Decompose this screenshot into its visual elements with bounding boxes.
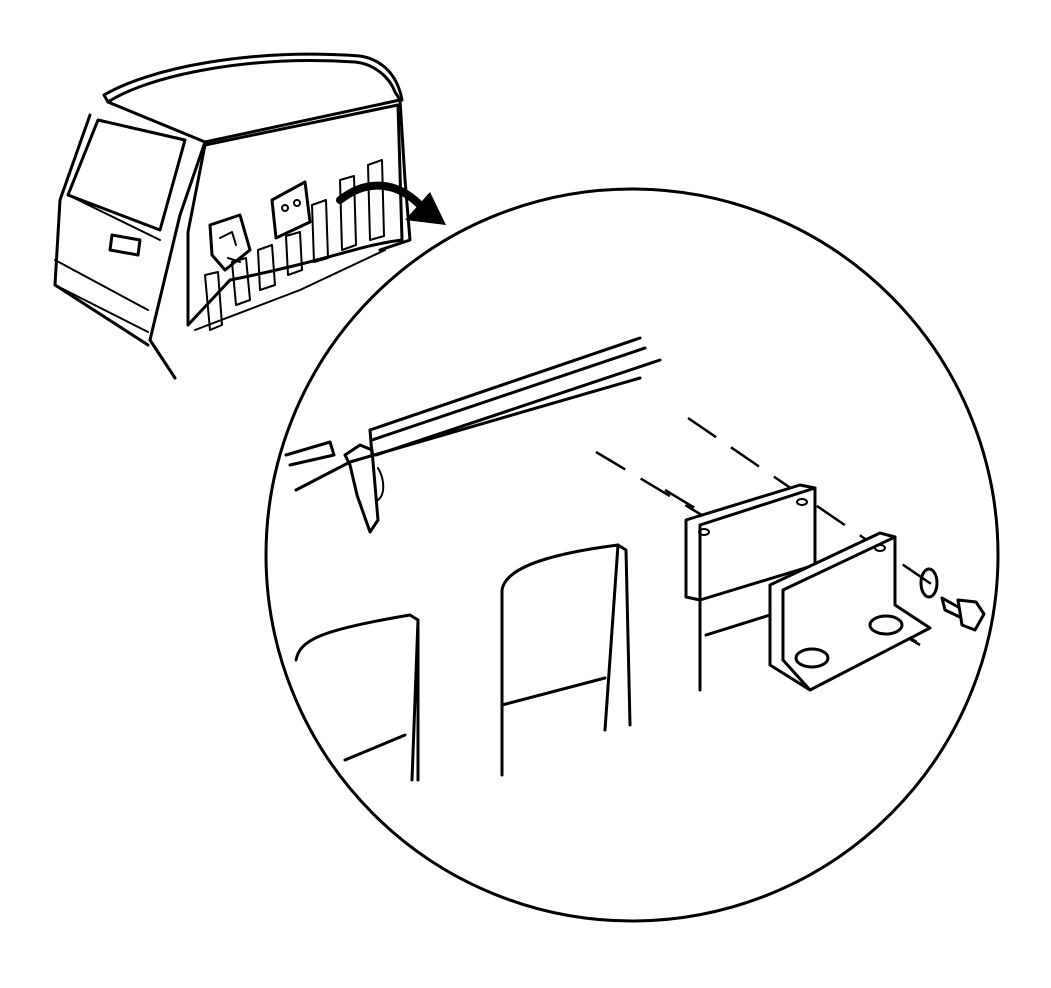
bracket-plate <box>684 483 817 602</box>
bracket-location <box>270 180 312 240</box>
detail-view <box>284 336 986 782</box>
bolt <box>940 596 986 632</box>
callout-arrow <box>336 181 446 225</box>
detail-callout-circle <box>264 187 1000 923</box>
truck-cab-overview <box>53 52 412 380</box>
angle-bracket <box>768 531 932 692</box>
washer <box>919 567 939 599</box>
cab-rear-ribs <box>204 159 385 331</box>
